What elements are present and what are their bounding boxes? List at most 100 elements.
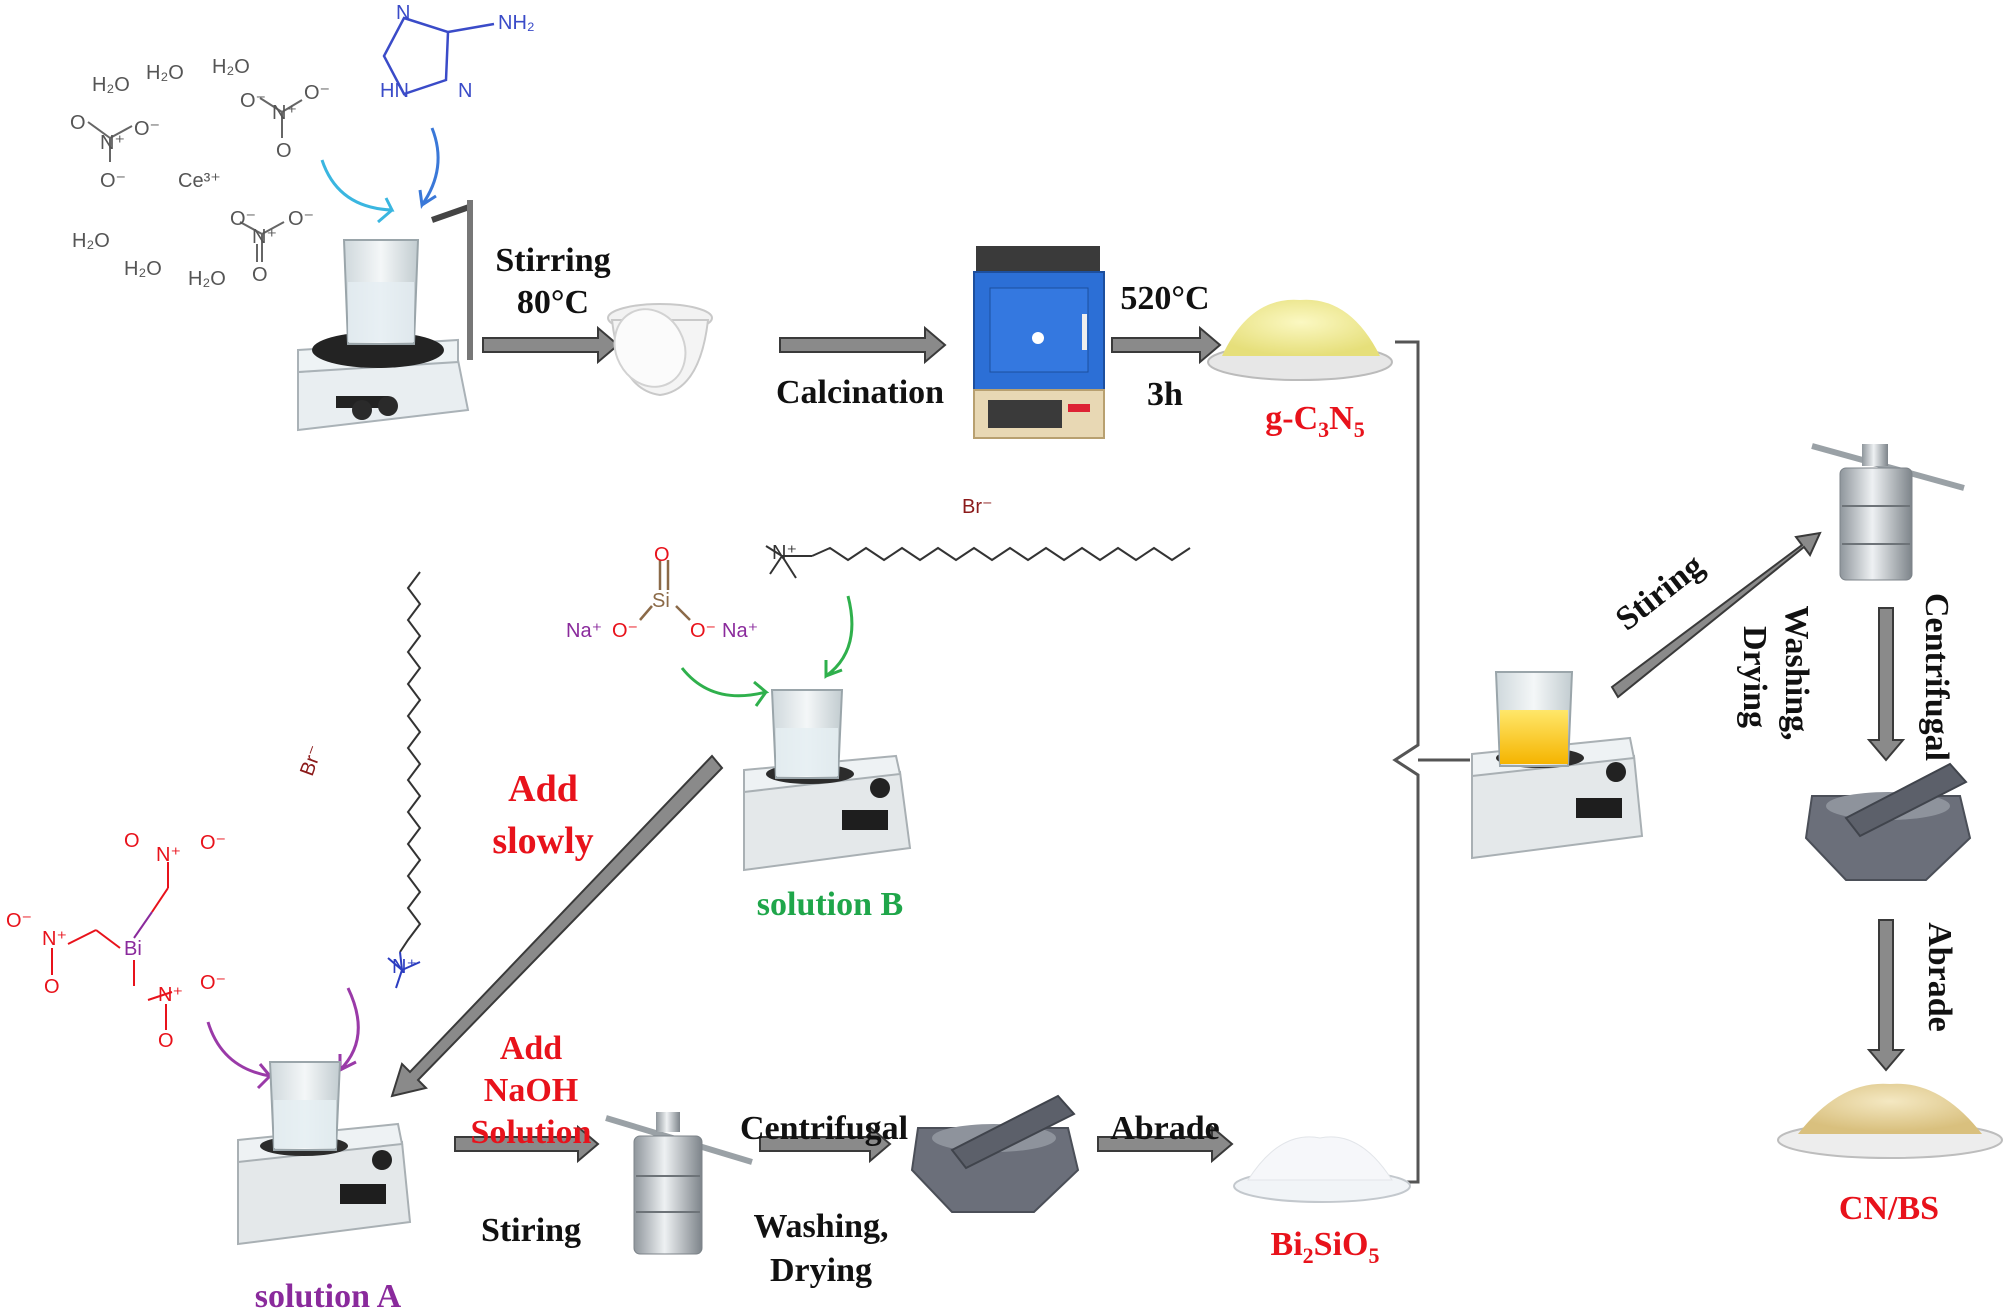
bismuth-nitrate-structure — [51, 862, 173, 1030]
stirrer-solution-a — [237, 1061, 412, 1246]
hotplate-stirrer-top — [297, 200, 473, 432]
combine-bracket — [1392, 340, 1420, 1184]
solution-a-label: solution A — [254, 1278, 402, 1315]
water-4: H₂O — [72, 230, 110, 252]
triazole-n-bottom: N — [458, 80, 473, 102]
silicate-na-right: Na⁺ — [722, 620, 759, 642]
product-gcn-label: g-C3N5 — [1265, 400, 1365, 442]
aminotriazole-structure — [382, 16, 495, 96]
step-drying-bottom-label: Drying — [770, 1252, 872, 1289]
reagent-arrows — [206, 127, 854, 1090]
ammonium-n-b: N⁺ — [772, 542, 797, 564]
step-temp-520-label: 520°C — [1120, 280, 1210, 317]
step-add-slowly-line1: Add — [508, 768, 578, 810]
arrow-centrifugal-right — [1866, 607, 1906, 762]
stirrer-yellow-solution — [1471, 671, 1644, 860]
ctab-head-b — [765, 545, 812, 579]
nitrate1-n-plus: N⁺ — [272, 102, 297, 124]
cerium-ion: Ce³⁺ — [178, 170, 221, 192]
mortar-right — [1804, 762, 1972, 881]
ctab-chain-b — [811, 546, 1191, 562]
step-add-slowly-line2: slowly — [492, 820, 594, 862]
step-washing-bottom-label: Washing, — [753, 1208, 889, 1245]
mortar-bottom — [910, 1094, 1080, 1213]
nitrate3-o-minus-b: O⁻ — [288, 208, 315, 230]
nitrate3-o: O — [252, 264, 268, 286]
nitrate3-o-minus-a: O⁻ — [230, 208, 257, 230]
arrow-stiring-right — [1610, 531, 1822, 699]
triazole-n-top: N — [396, 2, 411, 24]
triazole-nh2: NH₂ — [498, 12, 535, 34]
nitrate2-n-plus: N⁺ — [100, 132, 125, 154]
bi-nitrate-top-n: N⁺ — [156, 844, 181, 866]
nitrate2-o-minus-c: O⁻ — [100, 170, 127, 192]
nitrate1-o-minus-b: O⁻ — [304, 82, 331, 104]
bromide-b: Br⁻ — [962, 496, 993, 518]
product-bi2sio5-label: Bi2SiO5 — [1270, 1226, 1380, 1268]
muffle-furnace — [973, 246, 1105, 439]
silicate-o-minus-right: O⁻ — [690, 620, 717, 642]
nitrate2-o-minus-b: O⁻ — [134, 118, 161, 140]
bi-center: Bi — [124, 938, 142, 960]
crucible — [607, 303, 713, 397]
silicate-o-top: O — [654, 544, 670, 566]
ctab-head-a — [387, 951, 421, 989]
nitrate1-o: O — [276, 140, 292, 162]
green-reagent-arrow-2 — [680, 667, 770, 707]
step-time-3h-label: 3h — [1147, 376, 1183, 413]
water-6: H₂O — [188, 268, 226, 290]
ammonium-n-a: N⁺ — [392, 956, 417, 978]
triazole-hn: HN — [380, 80, 409, 102]
nitrate2-o-a: O — [70, 112, 86, 134]
autoclave-right — [1811, 443, 1965, 581]
step-add-naoh-line3: Solution — [470, 1114, 592, 1151]
silicate-o-minus-left: O⁻ — [612, 620, 639, 642]
solution-b-label: solution B — [756, 886, 904, 923]
step-calcination-label: Calcination — [775, 374, 945, 411]
step-centrifugal-bottom-label: Centrifugal — [739, 1110, 909, 1147]
step-stiring-bottom-label: Stiring — [480, 1212, 582, 1249]
cnbs-powder-dish — [1777, 1083, 2003, 1159]
silicate-na-left: Na⁺ — [566, 620, 603, 642]
stirrer-solution-b — [743, 689, 912, 872]
bi2sio5-powder-dish — [1233, 1136, 1411, 1203]
nitrate1-o-minus-a: O⁻ — [240, 90, 267, 112]
autoclave-bottom — [605, 1112, 753, 1255]
product-cnbs-label: CN/BS — [1838, 1190, 1940, 1227]
purple-reagent-arrow-2 — [338, 987, 360, 1074]
arrow-calcination — [779, 325, 947, 365]
sodium-silicate-structure — [639, 560, 691, 621]
arrow-add-slowly — [390, 754, 724, 1098]
arrow-abrade-right — [1866, 919, 1906, 1072]
ctab-chain-a — [399, 571, 422, 953]
step-centrifugal-right-label: Centrifugal — [1918, 592, 1955, 762]
bi-nitrate-bottom-n: N⁺ — [158, 984, 183, 1006]
bi-nitrate-bottom-o: O — [158, 1030, 174, 1052]
purple-reagent-arrow-1 — [206, 1021, 274, 1090]
water-2: H₂O — [146, 62, 184, 84]
water-5: H₂O — [124, 258, 162, 280]
bi-nitrate-bottom-o-minus: O⁻ — [200, 972, 227, 994]
process-arrows — [390, 325, 1906, 1164]
step-abrade-right-label: Abrade — [1921, 922, 1958, 1032]
arrow-520 — [1111, 325, 1222, 365]
arrow-add-naoh — [454, 1124, 600, 1164]
bi-nitrate-top-o-minus: O⁻ — [200, 832, 227, 854]
bi-nitrate-left-o: O — [44, 976, 60, 998]
blue-reagent-arrow — [418, 127, 440, 210]
arrow-stirring-80 — [482, 325, 620, 365]
arrow-abrade-bottom — [1097, 1124, 1234, 1164]
bi-nitrate-left-o-minus: O⁻ — [6, 910, 33, 932]
step-add-naoh-line2: NaOH — [483, 1072, 579, 1109]
water-1: H₂O — [92, 74, 130, 96]
cyan-reagent-arrow — [320, 159, 395, 224]
cerium-nitrate-group — [87, 97, 303, 262]
step-washing-right-label: Washing, — [1778, 605, 1815, 741]
green-reagent-arrow-1 — [824, 595, 854, 679]
step-drying-right-label: Drying — [1736, 626, 1773, 728]
gcn-powder-dish — [1207, 299, 1393, 381]
bi-nitrate-top-o: O — [124, 830, 140, 852]
step-stirring-label: Stirring — [495, 242, 611, 279]
arrow-centrifugal-bottom — [759, 1124, 892, 1164]
